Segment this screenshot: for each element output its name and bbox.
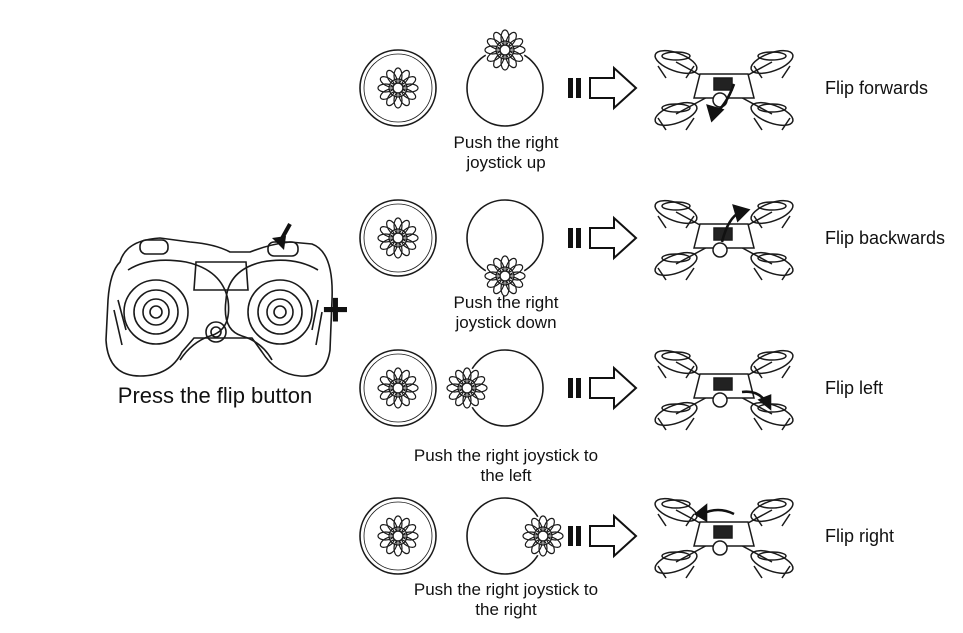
right-joystick-knob-right [522, 515, 564, 557]
right-joystick-knob-left [446, 367, 488, 409]
left-joystick-knob [377, 515, 419, 557]
left-joystick-ring [359, 49, 437, 127]
left-joystick-ring [359, 349, 437, 427]
joystick-instruction-caption: Push the right joystick to the right [413, 580, 599, 619]
left-joystick-ring [359, 199, 437, 277]
flip-direction-arrow [693, 503, 735, 523]
flip-direction-arrow [706, 83, 736, 123]
left-joystick-inner-ring [363, 203, 433, 273]
flip-result-label: Flip right [825, 526, 895, 546]
drone-illustration [654, 49, 794, 131]
drone-illustration [654, 349, 794, 431]
left-joystick-inner-ring [363, 53, 433, 123]
flip-result-label: Flip forwards [825, 78, 929, 98]
drone-illustration [654, 199, 794, 281]
left-joystick-knob [377, 217, 419, 259]
flip-button-indicator-arrow [272, 223, 292, 250]
left-joystick-knob [377, 367, 419, 409]
plus-sign: + [322, 283, 349, 335]
joystick-instruction-caption: Push the right joystick up [453, 133, 559, 172]
drone-illustration [654, 497, 794, 579]
joystick-instruction-caption: Push the right joystick down [453, 293, 559, 332]
left-joystick-ring [359, 497, 437, 575]
right-joystick-knob-up [484, 29, 526, 71]
flip-result-label: Flip left [825, 378, 884, 398]
result-arrow [568, 65, 638, 111]
right-joystick-knob-down [484, 255, 526, 297]
flip-result-label: Flip backwards [825, 228, 946, 248]
result-arrow [568, 215, 638, 261]
left-joystick-inner-ring [363, 501, 433, 571]
flip-direction-arrow [741, 390, 772, 411]
result-arrow [568, 513, 638, 559]
flip-direction-arrow [720, 204, 751, 243]
press-flip-button-label: Press the flip button [117, 383, 313, 408]
joystick-instruction-caption: Push the right joystick to the left [413, 446, 599, 485]
result-arrow [568, 365, 638, 411]
left-joystick-inner-ring [363, 353, 433, 423]
left-joystick-knob [377, 67, 419, 109]
